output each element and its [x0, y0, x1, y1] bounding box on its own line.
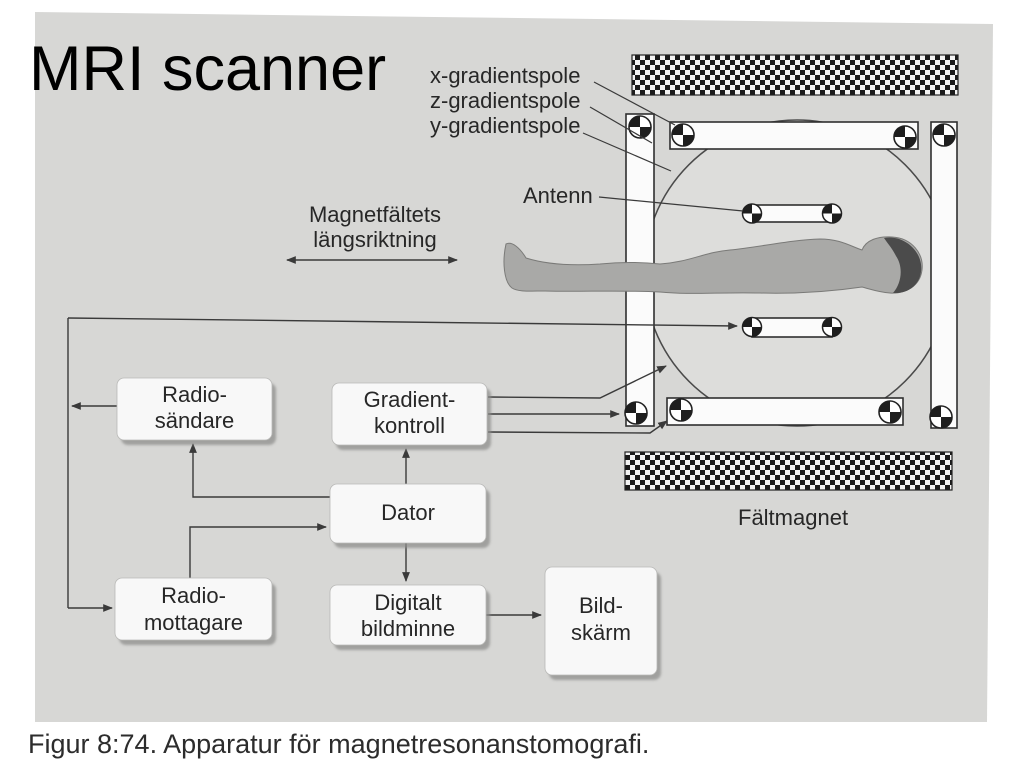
block-label-line1: Radio-	[161, 583, 226, 608]
label-y-gradient-coil: y-gradientspole	[430, 113, 580, 138]
antenna-bar	[751, 317, 833, 338]
coil-end-cap	[671, 123, 695, 147]
gradient-coil-right-bar	[930, 121, 958, 429]
antenna-coil-upper	[741, 203, 843, 224]
field-magnet-bottom	[624, 451, 953, 491]
wire-to-antenna	[67, 317, 738, 330]
patient-hair	[884, 237, 922, 294]
mri-scanner	[503, 54, 959, 491]
block-label-line2: sändare	[155, 408, 235, 433]
label-antenna: Antenn	[523, 183, 593, 208]
block-label-line2: kontroll	[374, 413, 445, 438]
block-label-line1: Gradient-	[364, 387, 456, 412]
coil-end-cap	[669, 398, 693, 422]
leader-x-gradient-coil	[593, 81, 676, 126]
figure-caption: Figur 8:74. Apparatur för magnetresonans…	[28, 729, 649, 759]
coil-end-cap	[932, 123, 956, 147]
gradient-coil-bottom-bar	[666, 397, 904, 426]
antenna-bar	[751, 204, 833, 223]
block-label-line2: bildminne	[361, 616, 455, 641]
block-label-line1: Digitalt	[374, 590, 441, 615]
wire-receiver-to-computer	[189, 523, 327, 578]
field-magnet-top	[631, 54, 959, 96]
block-radio-transmitter: Radio- sändare	[116, 377, 276, 445]
block-label-line1: Radio-	[162, 382, 227, 407]
coil-end-cap	[741, 316, 763, 338]
wire-gradient-coil-1	[487, 365, 667, 399]
label-field-direction-line2: längsriktning	[313, 227, 437, 252]
coil-end-cap	[628, 115, 652, 139]
coil-end-cap	[741, 203, 763, 224]
label-field-direction-line1: Magnetfältets	[309, 202, 441, 227]
wire-gradient-coil-3	[487, 420, 668, 434]
block-gradient-control: Gradient- kontroll	[331, 382, 491, 450]
block-radio-receiver: Radio- mottagare	[114, 577, 276, 645]
coil-end-cap	[878, 400, 902, 424]
leader-y-gradient-coil	[582, 132, 672, 172]
signal-wires	[67, 317, 738, 619]
coil-end-cap	[929, 405, 953, 429]
label-x-gradient-coil: x-gradientspole	[430, 63, 580, 88]
block-computer: Dator	[329, 483, 490, 548]
wire-computer-to-transmitter	[189, 443, 330, 498]
block-image-memory: Digitalt bildminne	[329, 584, 490, 650]
leader-antenna	[598, 196, 744, 212]
leader-z-gradient-coil	[589, 106, 653, 144]
block-display: Bild- skärm	[544, 566, 661, 680]
gradient-coil-top-bar	[669, 121, 919, 150]
coil-end-cap	[624, 401, 648, 425]
label-z-gradient-coil: z-gradientspole	[430, 88, 580, 113]
label-field-magnet: Fältmagnet	[738, 505, 848, 530]
coil-end-cap	[821, 203, 843, 224]
antenna-coil-lower	[741, 316, 843, 338]
patient-body	[503, 236, 923, 294]
coil-end-cap	[821, 316, 843, 338]
block-label-line2: skärm	[571, 620, 631, 645]
patient-silhouette	[503, 236, 923, 294]
slide-title: MRI scanner	[29, 34, 386, 104]
block-label-line1: Dator	[381, 500, 435, 525]
block-label-line2: mottagare	[144, 610, 243, 635]
coil-end-cap	[893, 125, 917, 149]
block-label-line1: Bild-	[579, 593, 623, 618]
